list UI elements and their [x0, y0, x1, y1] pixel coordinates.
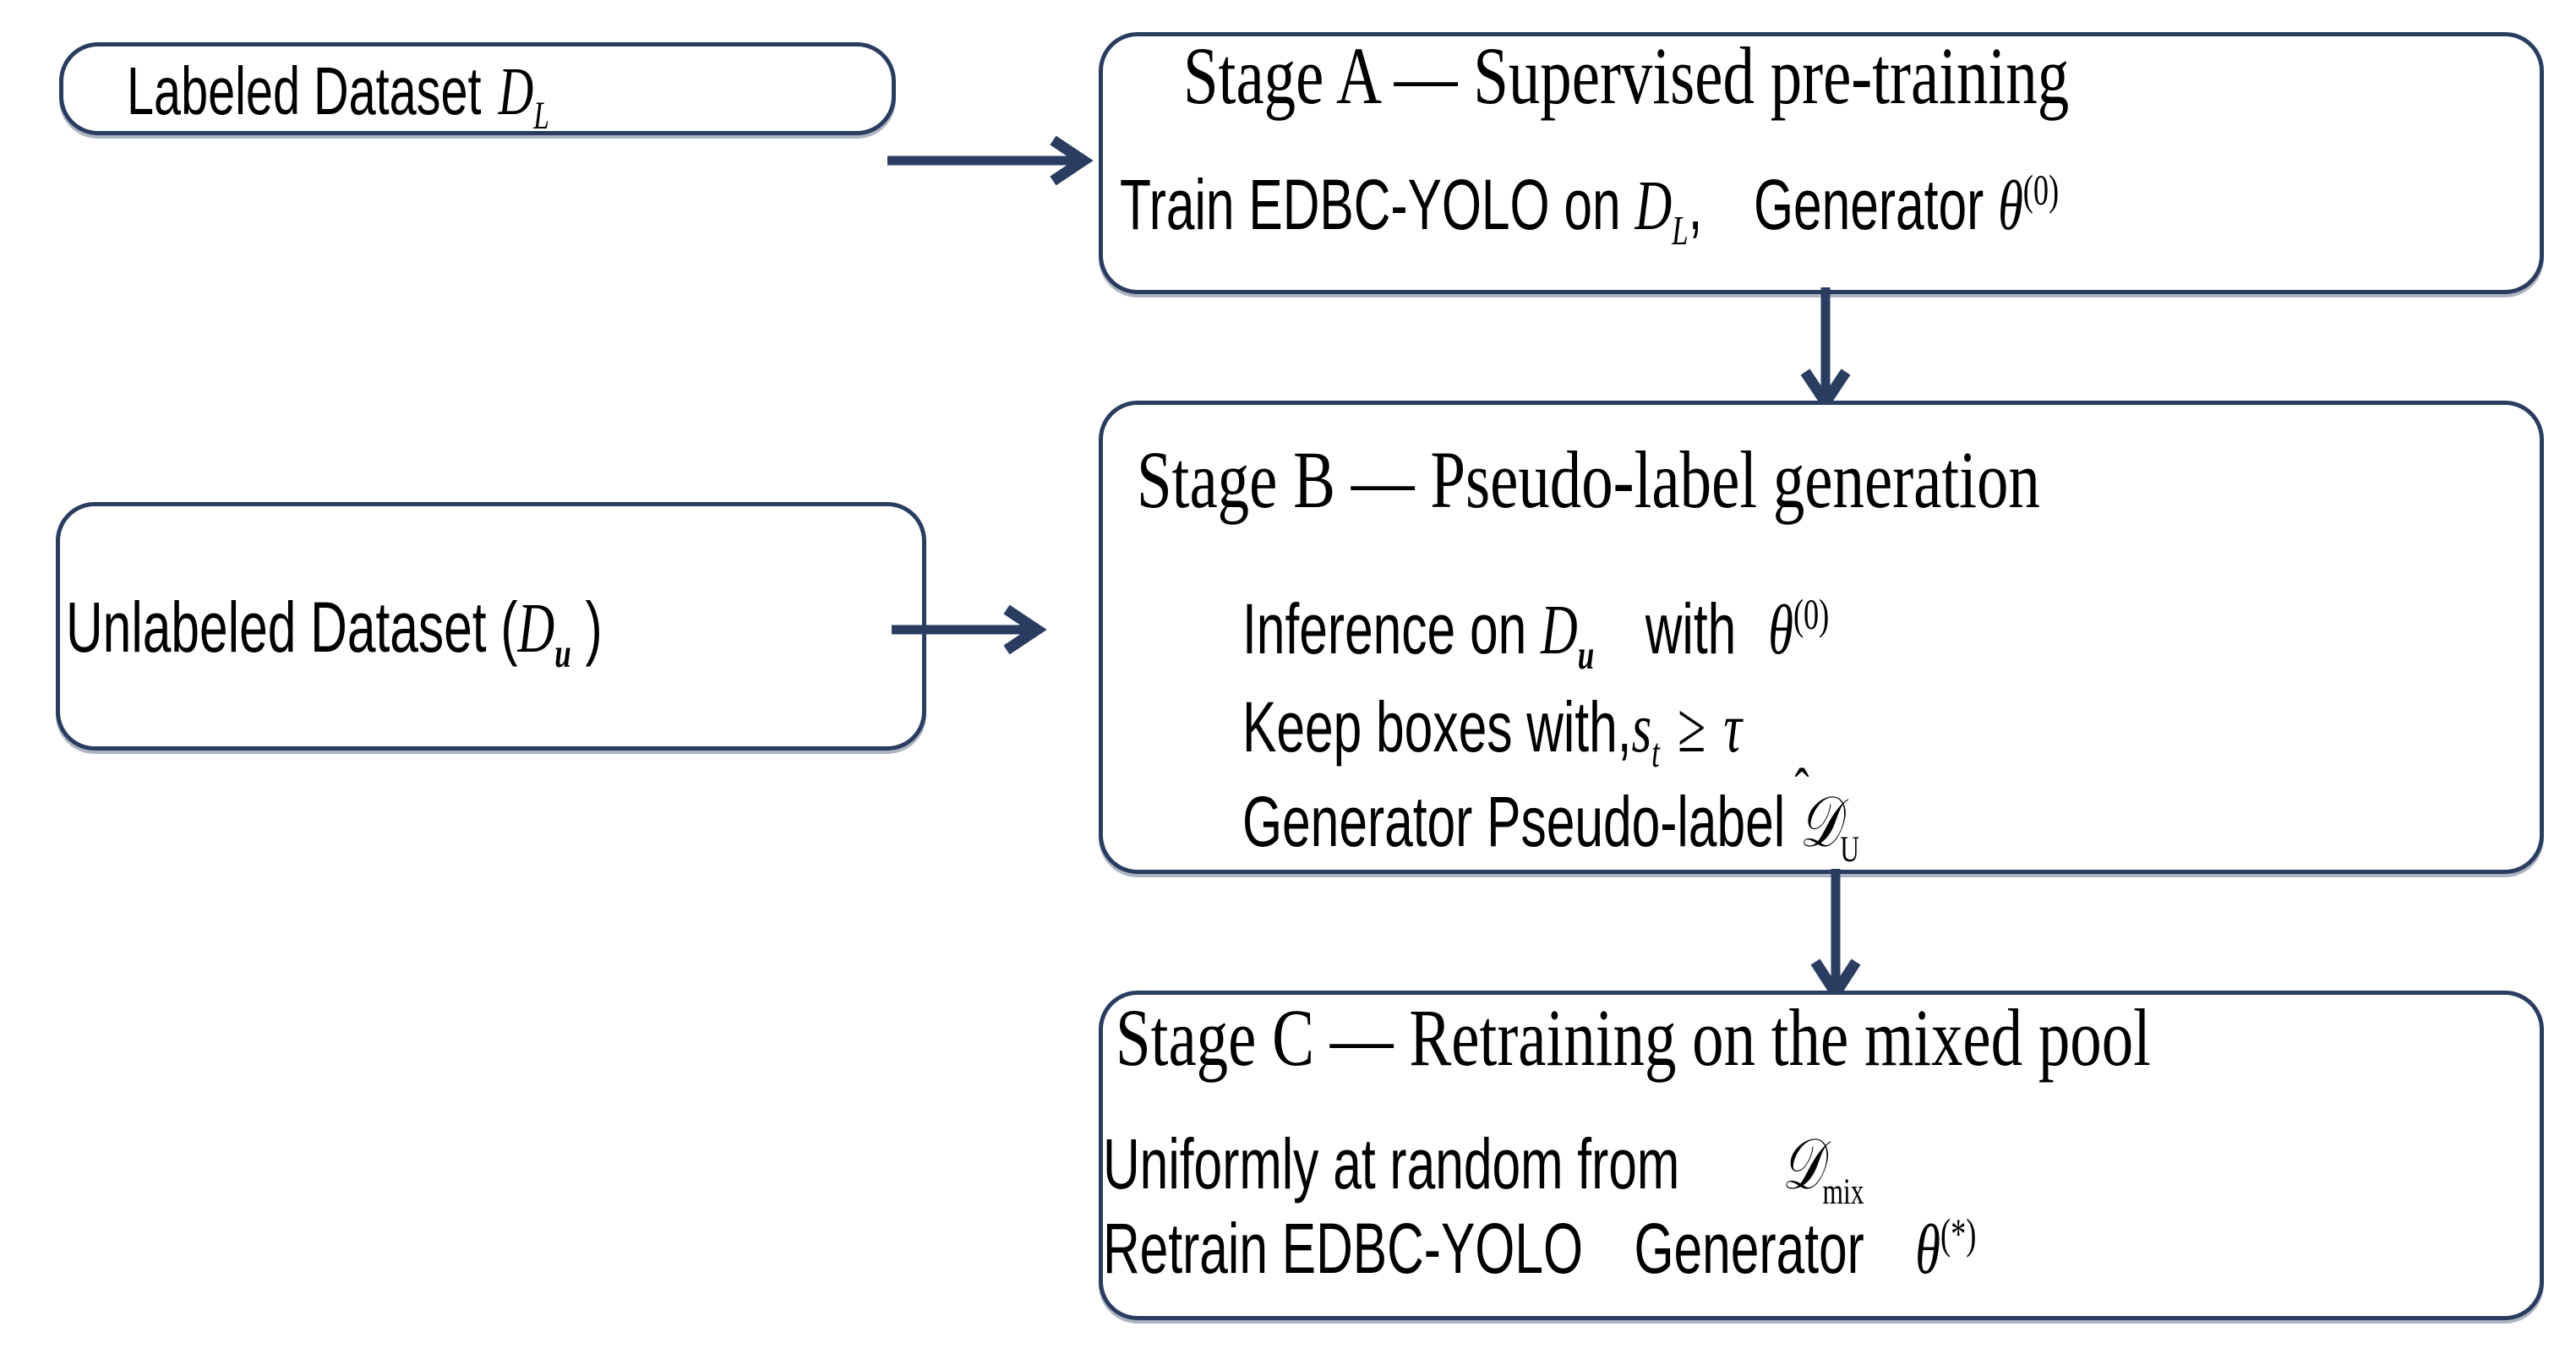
stage-b-line-2: Keep boxes with,st≥τ	[1242, 687, 1743, 776]
stage-c-heading: Stage C — Retraining on the mixed pool	[1116, 992, 2151, 1083]
node-unlabeled-dataset[interactable]	[56, 502, 926, 751]
node-stage-b[interactable]	[1099, 401, 2544, 874]
node-labeled-dataset[interactable]	[59, 42, 896, 135]
stage-a-body: Train EDBC-YOLO on DL,Generator θ(0)	[1120, 165, 2060, 254]
stage-b-heading: Stage B — Pseudo-label generation	[1137, 434, 2040, 525]
node-stage-c[interactable]	[1099, 991, 2544, 1320]
connector-stage-b-to-stage-c	[1810, 869, 1861, 1003]
connector-labeled-to-stage-a	[887, 135, 1094, 186]
node-unlabeled-dataset-label: Unlabeled Dataset (Du )	[66, 587, 603, 676]
stage-b-line-3: Generator Pseudo-label ̂𝒟U	[1242, 782, 1859, 870]
connector-stage-a-to-stage-b	[1800, 287, 1851, 412]
connector-unlabeled-to-stage-b	[892, 604, 1047, 655]
node-stage-a[interactable]	[1099, 32, 2544, 294]
stage-a-heading: Stage A — Supervised pre-training	[1183, 30, 2070, 121]
